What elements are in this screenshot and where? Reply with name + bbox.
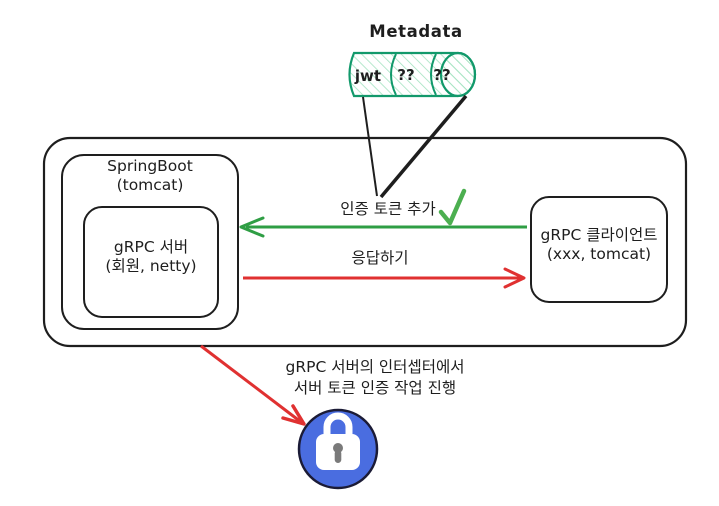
grpc-server-box — [83, 206, 219, 318]
cylinder-pointer-line-left — [362, 96, 378, 197]
interceptor-note-line1: gRPC 서버의 인터셉터에서 — [285, 358, 465, 376]
metadata-cylinder: jwt ?? ?? — [348, 51, 477, 98]
metadata-title: Metadata — [369, 22, 463, 41]
respond-arrow-label: 응답하기 — [351, 249, 409, 267]
cylinder-segment-3: ?? — [433, 66, 450, 84]
auth-token-arrow-label: 인증 토큰 추가 — [340, 200, 436, 218]
outer-system-box — [42, 136, 688, 348]
checkmark-icon — [438, 188, 467, 226]
cylinder-pointer-line-right — [379, 94, 468, 199]
grpc-server-label-line1: gRPC 서버 — [113, 238, 189, 256]
respond-arrow — [243, 267, 526, 289]
grpc-server-label: gRPC 서버 (회원, netty) — [105, 238, 196, 276]
lock-shackle — [323, 412, 353, 444]
cylinder-divider-1 — [390, 53, 397, 96]
springboot-label-line1: SpringBoot — [107, 157, 193, 175]
lock-icon — [297, 408, 379, 490]
grpc-client-label-line2: (xxx, tomcat) — [546, 245, 652, 264]
interceptor-arrowhead — [281, 404, 306, 426]
interceptor-arrow-shaft — [200, 344, 302, 424]
grpc-client-box — [530, 196, 668, 303]
lock-keyhole-stem — [334, 450, 342, 463]
interceptor-note: gRPC 서버의 인터셉터에서 서버 토큰 인증 작업 진행 — [286, 357, 465, 400]
cylinder-segment-2: ?? — [397, 66, 414, 84]
grpc-server-label-line2: (회원, netty) — [105, 257, 197, 276]
grpc-client-label-line1: gRPC 클라이언트 — [540, 226, 658, 244]
interceptor-arrow — [200, 344, 306, 426]
springboot-label: SpringBoot (tomcat) — [107, 157, 193, 195]
respond-arrowhead — [503, 267, 526, 289]
springboot-box — [61, 154, 239, 330]
interceptor-note-line2: 서버 토큰 인증 작업 진행 — [293, 379, 457, 398]
springboot-label-line2: (tomcat) — [116, 176, 184, 195]
grpc-client-label: gRPC 클라이언트 (xxx, tomcat) — [540, 226, 657, 264]
cylinder-right-cap — [439, 51, 477, 98]
lock-keyhole-top — [333, 443, 343, 453]
cylinder-divider-2 — [430, 53, 437, 96]
cylinder-segment-jwt: jwt — [354, 67, 381, 85]
auth-token-arrowhead — [239, 216, 265, 238]
auth-token-arrow — [239, 216, 527, 238]
